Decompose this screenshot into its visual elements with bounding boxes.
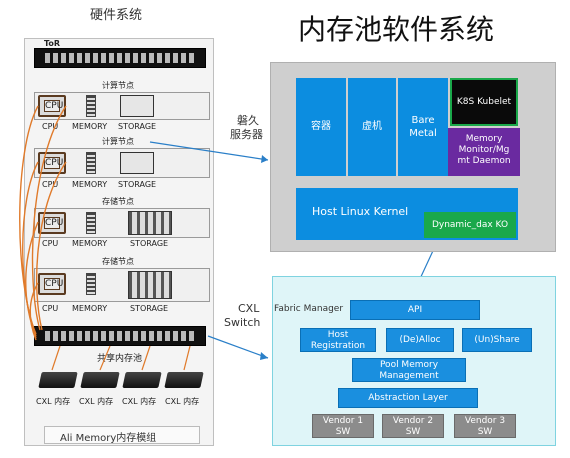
storage-caption: STORAGE: [130, 239, 169, 248]
storage-caption: STORAGE: [130, 304, 169, 313]
storage-caption: STORAGE: [118, 180, 157, 189]
kernel-label: Host Linux Kernel: [312, 205, 409, 218]
memory-caption: MEMORY: [72, 239, 108, 248]
storage-unit: [120, 152, 154, 174]
cpu-caption: CPU: [42, 239, 59, 248]
memory-caption: MEMORY: [72, 304, 108, 313]
compute-node-label: 计算节点: [102, 137, 134, 146]
host-registration-box: Host Registration: [300, 328, 376, 352]
tor-switch: [34, 48, 206, 68]
storage-caption: STORAGE: [118, 122, 157, 131]
cxl-memory-label: CXL 内存: [36, 397, 71, 406]
bare-metal-box: Bare Metal: [398, 78, 448, 176]
vendor-1-box: Vendor 1 SW: [312, 414, 374, 438]
memory-module: [86, 95, 96, 117]
cpu-chip: CPU: [38, 212, 66, 234]
cpu-chip: CPU: [38, 95, 66, 117]
ali-module-box: [44, 426, 200, 444]
tor-label: ToR: [44, 39, 61, 48]
cxl-switch-label-2: Switch: [224, 316, 261, 329]
shared-pool-label: 共享内存池: [97, 354, 143, 364]
abstraction-layer-box: Abstraction Layer: [338, 388, 478, 408]
cxl-switch-label-1: CXL: [238, 302, 260, 315]
server-label-2: 服务器: [230, 128, 263, 141]
cpu-caption: CPU: [42, 304, 59, 313]
api-box: API: [350, 300, 480, 320]
k8s-box: K8S Kubelet: [450, 78, 518, 126]
dax-box: Dynamic_dax KO: [424, 212, 516, 238]
memory-caption: MEMORY: [72, 122, 108, 131]
cxl-memory-label: CXL 内存: [122, 397, 157, 406]
memory-monitor-box: Memory Monitor/Mg mt Daemon: [448, 128, 520, 176]
hardware-title: 硬件系统: [90, 8, 143, 23]
storage-array: [128, 211, 172, 235]
compute-node-label: 计算节点: [102, 81, 134, 90]
memory-module: [86, 273, 96, 295]
cpu-caption: CPU: [42, 122, 59, 131]
cxl-memory-label: CXL 内存: [79, 397, 114, 406]
storage-array: [128, 271, 172, 299]
vm-box: 虚机: [348, 78, 396, 176]
storage-node-label: 存储节点: [102, 197, 134, 206]
unshare-box: (Un)Share: [462, 328, 532, 352]
cpu-caption: CPU: [42, 180, 59, 189]
software-title: 内存池软件系统: [298, 13, 495, 46]
storage-node-label: 存储节点: [102, 257, 134, 266]
dealloc-box: (De)Alloc: [386, 328, 454, 352]
fabric-manager-label: Fabric Manager: [274, 304, 344, 314]
cpu-chip: CPU: [38, 273, 66, 295]
server-label-1: 磐久: [237, 114, 259, 127]
vendor-2-box: Vendor 2 SW: [382, 414, 444, 438]
storage-unit: [120, 95, 154, 117]
cxl-memory-label: CXL 内存: [165, 397, 200, 406]
ali-module-label: Ali Memory内存模组: [60, 433, 157, 444]
pool-management-box: Pool Memory Management: [352, 358, 466, 382]
memory-module: [86, 212, 96, 234]
memory-caption: MEMORY: [72, 180, 108, 189]
memory-module: [86, 152, 96, 174]
vendor-3-box: Vendor 3 SW: [454, 414, 516, 438]
container-box: 容器: [296, 78, 346, 176]
